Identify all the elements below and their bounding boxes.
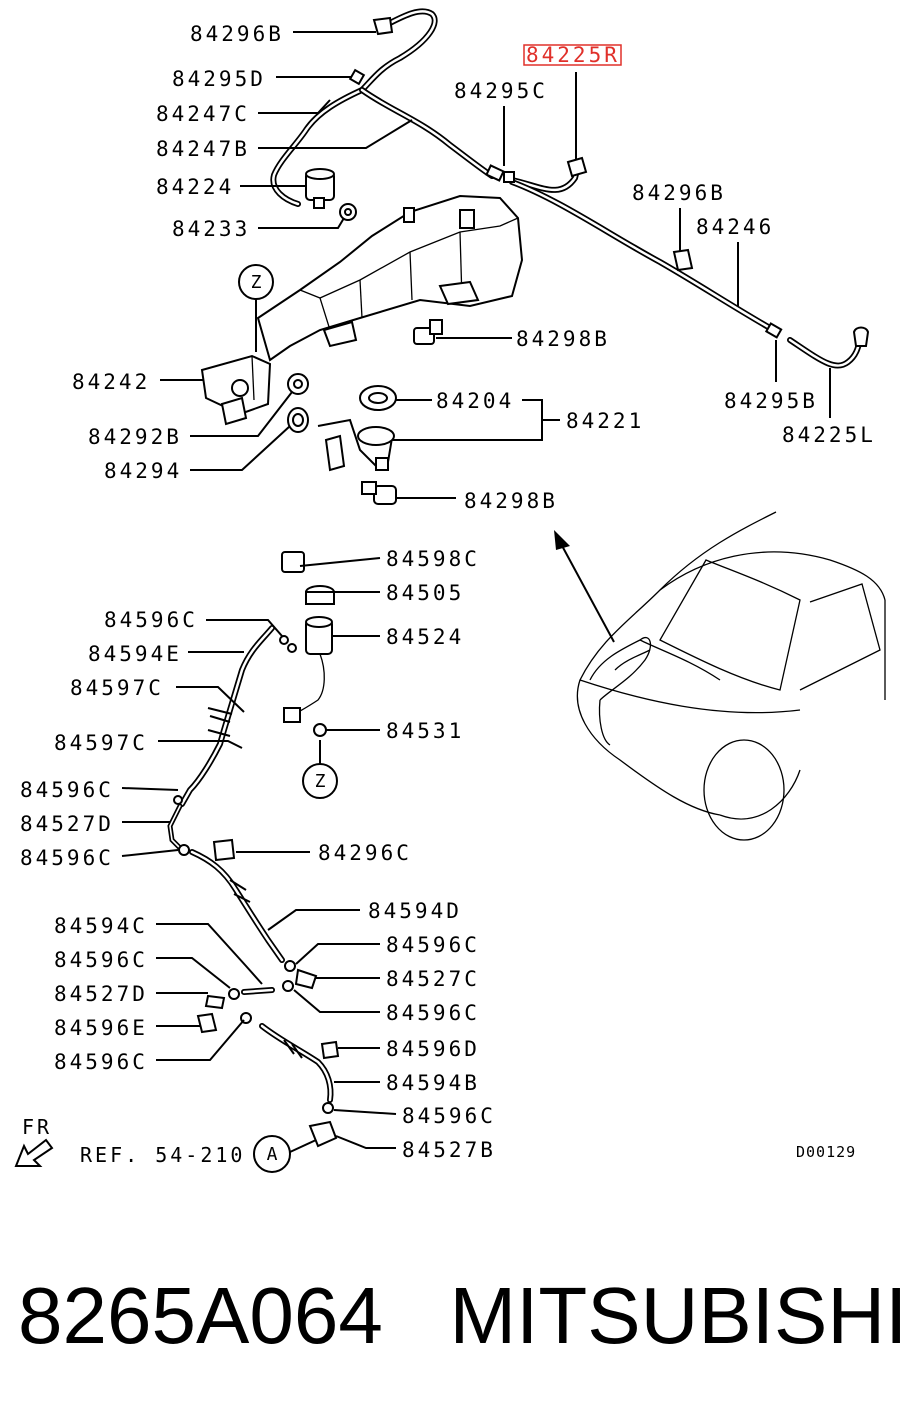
label-84596c-1: 84596C [104,608,198,632]
z-marker-upper: Z [238,264,274,352]
label-84597c-2: 84597C [54,731,148,755]
label-84596e: 84596E [54,1016,148,1040]
label-84247c: 84247C [156,102,250,126]
label-84596c-6: 84596C [386,1001,480,1025]
grommet-84233 [339,203,357,221]
label-84292b: 84292B [88,425,182,449]
label-84596c-2: 84596C [20,778,114,802]
leader-lines [121,31,831,1153]
front-washer-hose-assembly [270,8,870,369]
label-84224: 84224 [156,175,234,199]
front-arrow-icon [14,1138,54,1167]
label-84524: 84524 [386,625,464,649]
rear-washer-hose-assembly [167,625,340,1148]
label-84596c-4: 84596C [54,948,148,972]
label-84505: 84505 [386,581,464,605]
label-84596c-3: 84596C [20,846,114,870]
label-84233: 84233 [172,217,250,241]
label-84225l: 84225L [782,423,876,447]
label-84296c: 84296C [318,841,412,865]
filler-neck-assembly [317,385,397,472]
ref-text: REF. 54-210 [80,1143,245,1167]
label-84204: 84204 [436,389,514,413]
label-84247b: 84247B [156,137,250,161]
label-84598c: 84598C [386,547,480,571]
label-84594c: 84594C [54,914,148,938]
vehicle-outline [576,511,886,841]
label-84527d-2: 84527D [54,982,148,1006]
z-lower-label: Z [315,771,326,792]
z-marker-lower: Z [302,740,338,799]
label-84596c-5: 84596C [386,933,480,957]
label-84221: 84221 [566,409,644,433]
location-arrow [554,530,615,643]
rear-washer-pump [281,551,335,737]
label-84527d-1: 84527D [20,812,114,836]
a-ref-marker: A [253,1135,291,1173]
label-84531: 84531 [386,719,464,743]
label-84294: 84294 [104,459,182,483]
front-direction-indicator: FR [14,1115,54,1167]
label-84594b: 84594B [386,1071,480,1095]
label-84296b-right: 84296B [632,181,726,205]
label-84225r: 84225R [526,43,620,67]
highlight-box [523,44,622,66]
label-84296b-top: 84296B [190,22,284,46]
label-84597c-1: 84597C [70,676,164,700]
footer-brand: MITSUBISHI [449,1271,908,1360]
label-84246: 84246 [696,215,774,239]
label-84527b: 84527B [402,1138,496,1162]
label-84242: 84242 [72,370,150,394]
label-84596c-7: 84596C [54,1050,148,1074]
a-ref-label: A [267,1144,278,1165]
footer-part-number: 8265A064 [18,1271,383,1360]
label-84596c-8: 84596C [402,1104,496,1128]
label-84527c: 84527C [386,967,480,991]
washer-tank [200,194,524,426]
bolt-84298b-lower [361,481,397,505]
footer-caption: 8265A064 MITSUBISHI [18,1266,907,1366]
label-84295c: 84295C [454,79,548,103]
label-84295b: 84295B [724,389,818,413]
label-84298b-lower: 84298B [464,489,558,513]
drawing-code: D00129 [796,1143,856,1161]
label-84594e: 84594E [88,642,182,666]
washer-pump-upper [305,168,335,209]
label-84594d: 84594D [368,899,462,923]
label-84295d: 84295D [172,67,266,91]
label-84596d: 84596D [386,1037,480,1061]
bolt-84298b-upper [413,319,443,345]
label-84298b-upper: 84298B [516,327,610,351]
fr-label: FR [22,1115,52,1139]
z-upper-label: Z [251,272,262,293]
part-labels: 84296B 84295D 84247C 84247B 84224 84233 … [20,22,876,1162]
